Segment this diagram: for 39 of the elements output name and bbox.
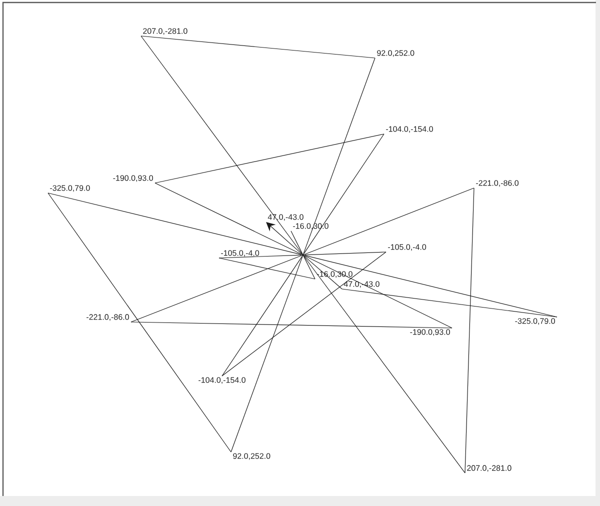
line xyxy=(218,254,302,258)
line xyxy=(154,134,384,184)
arrow xyxy=(266,222,302,254)
line xyxy=(304,256,466,474)
line xyxy=(342,288,558,318)
line xyxy=(303,134,384,254)
coordinate-label: -325.0,79.0 xyxy=(515,318,555,325)
coordinate-label: 92.0,252.0 xyxy=(233,453,270,460)
line xyxy=(304,255,452,328)
line xyxy=(304,188,474,255)
line xyxy=(464,188,474,474)
line xyxy=(303,256,316,280)
coordinate-label: -221.0,-86.0 xyxy=(86,314,129,321)
line xyxy=(130,322,452,328)
line xyxy=(304,252,386,256)
line xyxy=(218,258,316,280)
line xyxy=(48,192,232,452)
coordinate-label: -105.0,-4.0 xyxy=(221,250,260,257)
line xyxy=(154,182,302,255)
line xyxy=(222,256,303,376)
line xyxy=(230,256,303,452)
line xyxy=(140,36,376,58)
line xyxy=(222,252,386,376)
coordinate-label: -104.0,-154.0 xyxy=(386,126,433,133)
coordinate-label: 207.0,-281.0 xyxy=(467,465,512,472)
coordinate-label: -221.0,-86.0 xyxy=(476,180,519,187)
line xyxy=(140,36,302,254)
coordinate-label: 207.0,-281.0 xyxy=(143,28,188,35)
coordinate-label: -104.0,-154.0 xyxy=(198,377,246,384)
coordinate-label: -105.0,-4.0 xyxy=(388,244,426,251)
line xyxy=(303,58,376,254)
coordinate-label: -190.0,93.0 xyxy=(113,175,153,182)
coordinate-label: 92.0,252.0 xyxy=(377,50,414,57)
coordinate-label: -325.0,79.0 xyxy=(50,185,90,192)
coordinate-label: -190.0,93.0 xyxy=(410,329,450,336)
line xyxy=(48,192,302,255)
line xyxy=(304,255,558,318)
line xyxy=(290,230,303,254)
line xyxy=(130,255,302,322)
